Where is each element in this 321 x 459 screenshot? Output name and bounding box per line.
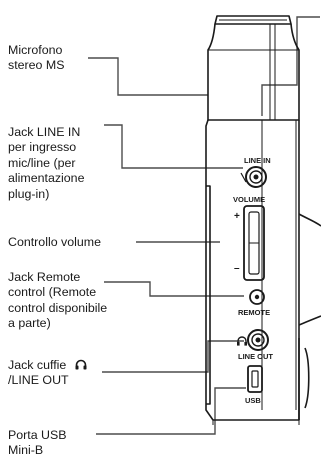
leader-lines (88, 16, 320, 435)
headphone-leader-line (102, 340, 244, 373)
usb-marking: USB (245, 396, 261, 405)
headphone-callout-line-2: /LINE OUT (8, 373, 69, 388)
remote-marking: REMOTE (238, 308, 270, 317)
usb-callout-label: Porta USB Mini-B (8, 428, 67, 459)
remote-callout-line-3: control disponibile (8, 300, 108, 315)
side-grip (298, 213, 321, 420)
remote-jack: REMOTE (238, 289, 270, 317)
usb-callout-line-2: Mini-B (8, 443, 44, 458)
volume-marking: VOLUME (233, 195, 265, 204)
headphones-icon (75, 359, 87, 370)
volume-control: VOLUME + – (233, 195, 265, 281)
mic-head (207, 15, 300, 121)
line-in-callout-line-3: mic/line (per (8, 155, 76, 170)
mic-leader-line (88, 57, 208, 96)
line-in-callout-line-2: per ingresso (8, 140, 77, 155)
line-in-callout-line-4: alimentazione (8, 171, 85, 186)
line-in-jack: LINE IN (240, 156, 271, 188)
volume-callout-line-1: Controllo volume (8, 235, 101, 249)
usb-port: USB (245, 365, 263, 405)
remote-callout-line-1: Jack Remote (8, 270, 81, 284)
line-in-callout-line-1: Jack LINE IN (8, 125, 81, 139)
volume-plus-marking: + (234, 211, 240, 222)
line-in-leader-line (104, 124, 243, 169)
line-out-marking: LINE OUT (238, 352, 273, 361)
line-out-headphones-icon (237, 336, 247, 346)
volume-callout-label: Controllo volume (8, 235, 101, 250)
remote-callout-label: Jack Remote control (Remote control disp… (8, 270, 107, 332)
remote-leader-line (104, 281, 244, 297)
mic-callout-line-1: Microfono (8, 43, 63, 57)
headphone-callout-label: Jack cuffie /LINE OUT (8, 358, 87, 389)
volume-minus-marking: – (234, 263, 240, 274)
remote-callout-line-4: a parte) (8, 316, 51, 331)
remote-callout-line-2: control (Remote (8, 285, 97, 300)
top-right-leader-line (261, 16, 320, 116)
line-in-callout-label: Jack LINE IN per ingresso mic/line (per … (8, 125, 84, 202)
line-out-jack: LINE OUT (237, 329, 273, 361)
line-in-marking: LINE IN (244, 156, 271, 165)
usb-leader-line (96, 387, 246, 435)
headphone-callout-line-1: Jack cuffie (8, 358, 67, 372)
mic-callout-label: Microfono stereo MS (8, 43, 64, 74)
mic-callout-line-2: stereo MS (8, 58, 65, 73)
line-in-callout-line-5: plug-in) (8, 186, 50, 201)
usb-callout-line-1: Porta USB (8, 428, 67, 442)
